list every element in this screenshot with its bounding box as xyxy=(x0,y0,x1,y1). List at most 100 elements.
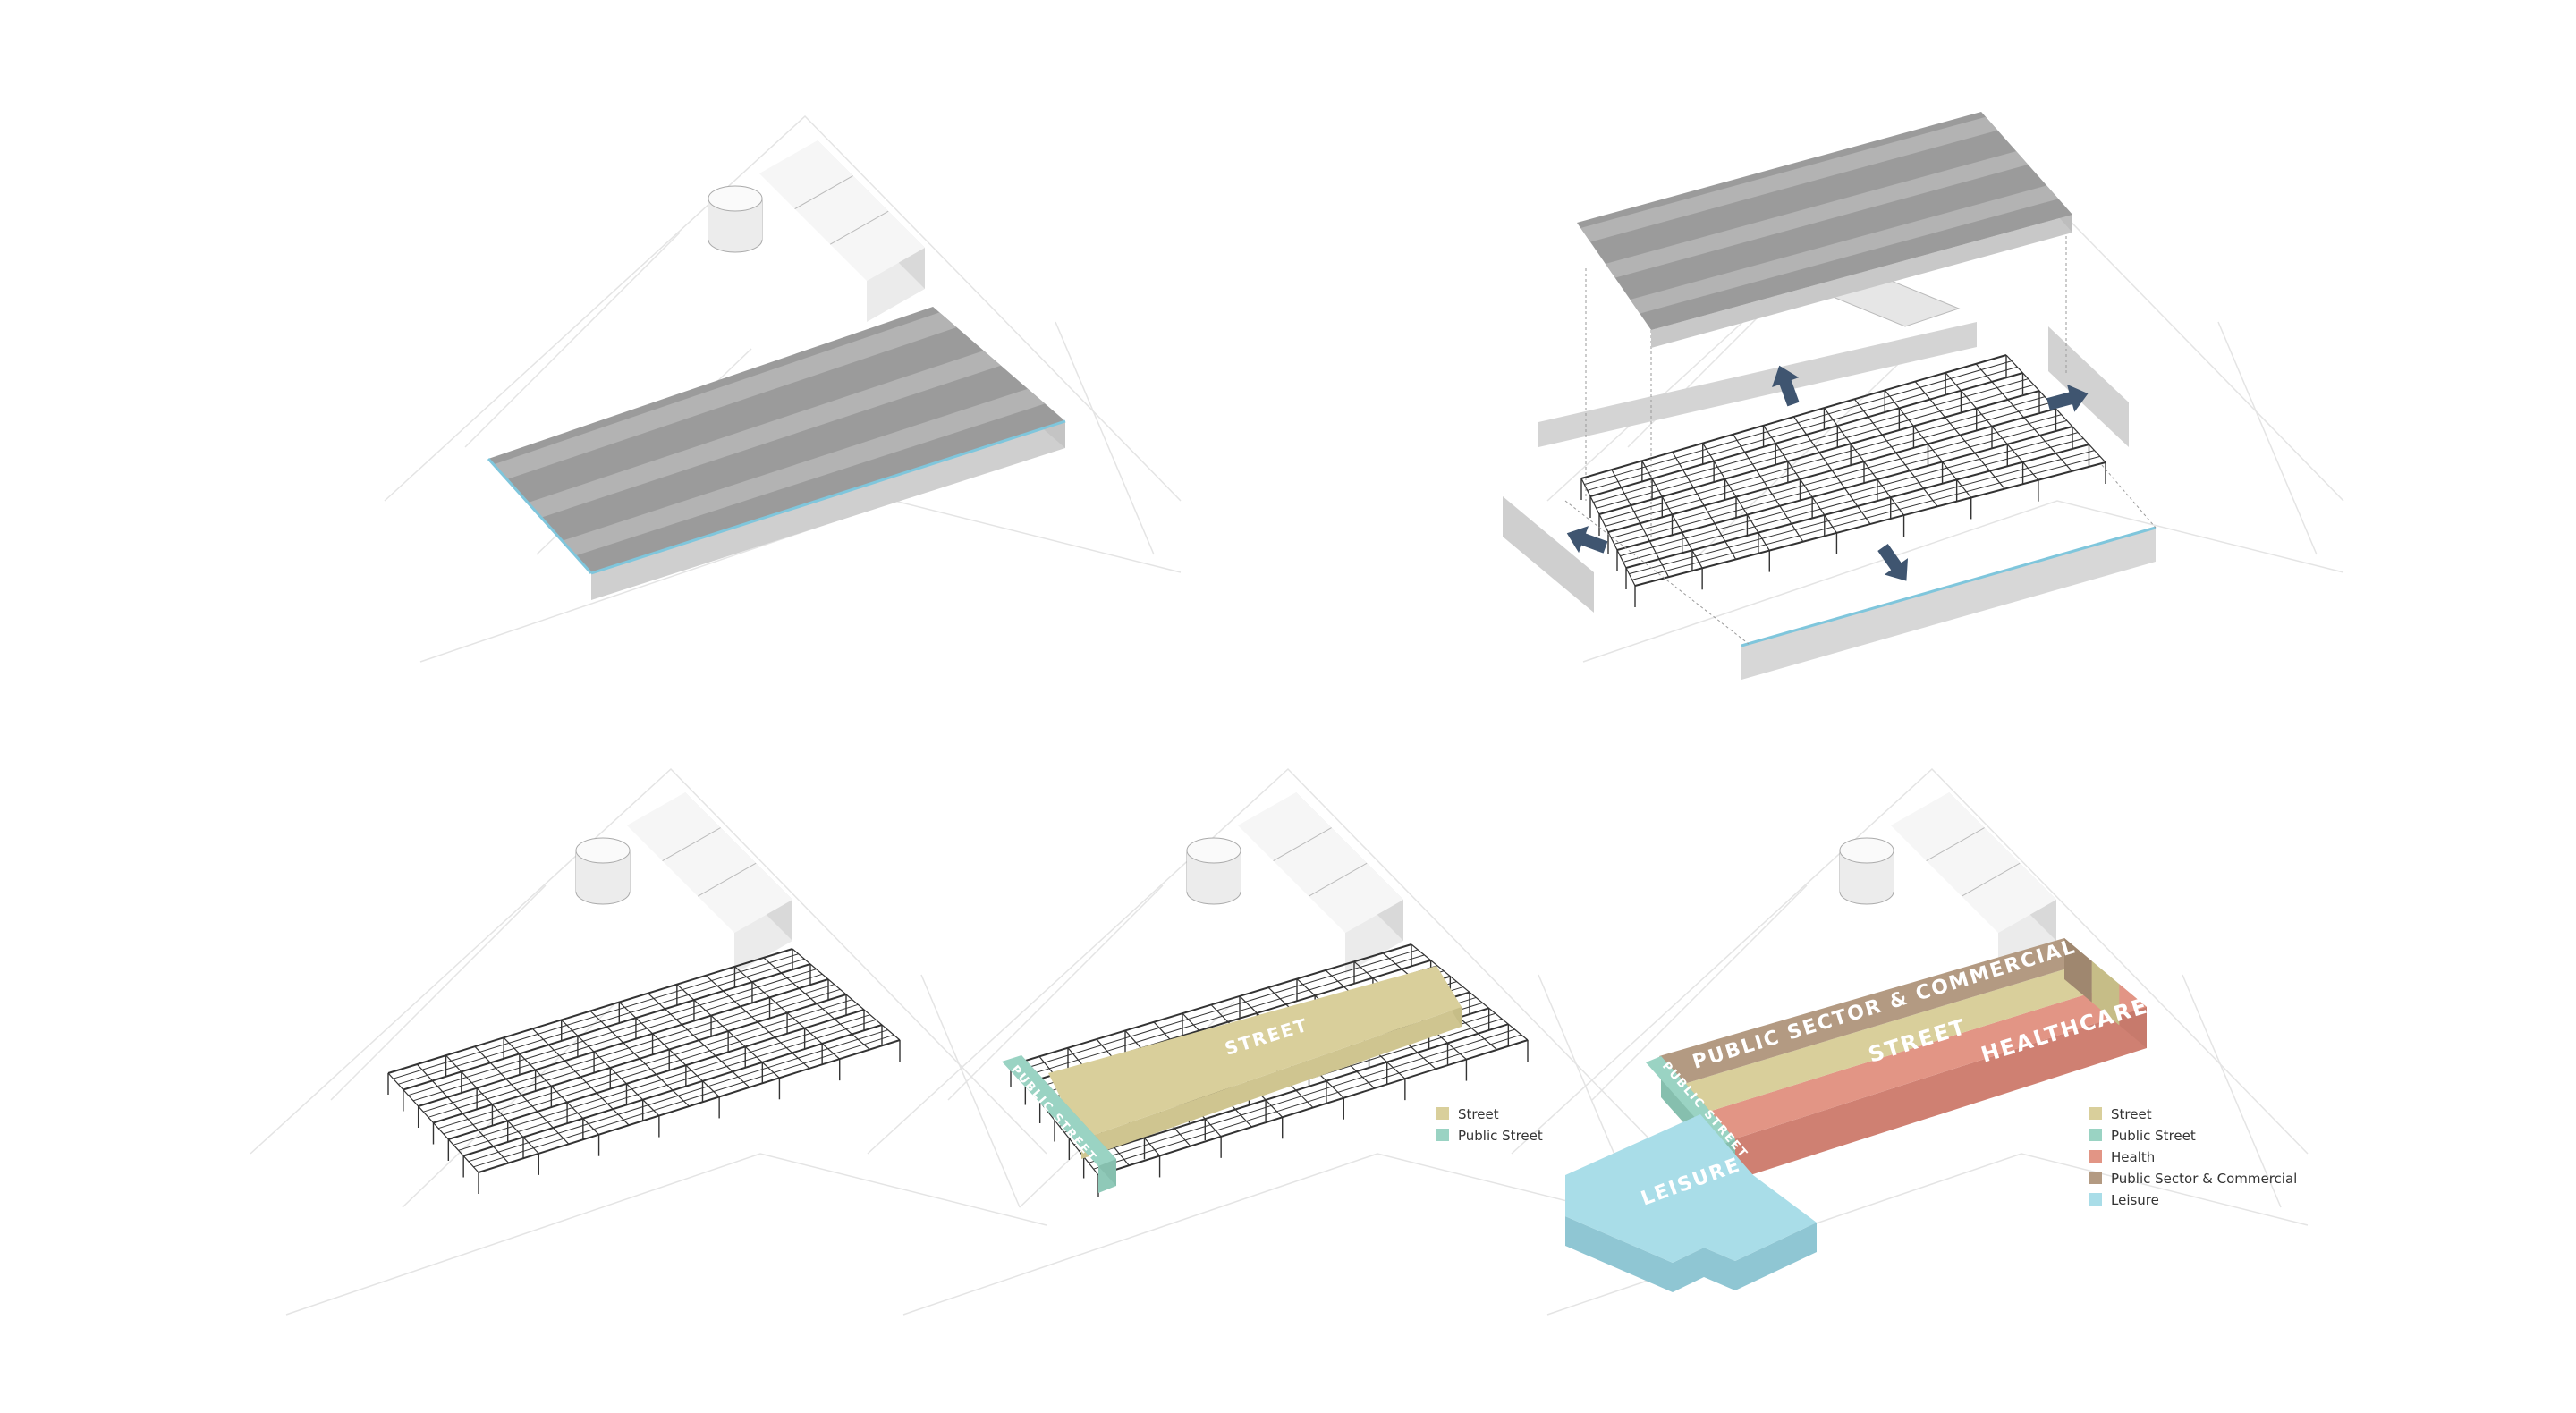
legend-label-street: Street xyxy=(1458,1106,1499,1122)
frame-beam xyxy=(448,1009,865,1140)
tower-block-top xyxy=(759,140,925,281)
frame-beam xyxy=(478,1039,901,1173)
arrow-icon xyxy=(2046,384,2089,412)
frame-beam xyxy=(412,973,823,1102)
panel-existing-building xyxy=(487,140,1066,600)
frame-beam xyxy=(1602,396,2046,521)
legend-label-public-sector: Public Sector & Commercial xyxy=(2111,1171,2297,1187)
frame-beam xyxy=(1088,1028,1515,1163)
street-volume-top xyxy=(1048,966,1462,1139)
context-line xyxy=(402,1001,618,1208)
tower-ridge xyxy=(1926,827,1985,862)
frame-beam xyxy=(1620,432,2079,557)
frame-beam xyxy=(1634,461,2106,587)
left-wall-panel xyxy=(1503,496,1594,613)
legend-swatch-leisure xyxy=(2089,1193,2102,1206)
frame-beam xyxy=(1093,1034,1521,1170)
frame-beam xyxy=(423,984,835,1113)
frame-beam xyxy=(1611,414,2062,539)
public-sector-volume-top xyxy=(1659,938,2092,1084)
context-line xyxy=(384,114,1182,502)
tower-ridge xyxy=(1308,862,1368,897)
context-line xyxy=(1582,500,2344,663)
roof-band xyxy=(1630,185,2059,314)
frame-beam xyxy=(418,978,829,1107)
frame-beam xyxy=(433,994,847,1124)
tower-drum-top xyxy=(708,185,763,212)
public-sector-volume-side xyxy=(2064,938,2092,1003)
tower-ridge xyxy=(1961,862,2021,897)
front-wall-panel xyxy=(1741,528,2156,680)
frame-beam xyxy=(1607,408,2056,533)
frame-beam xyxy=(398,958,805,1085)
public-street-volume-top xyxy=(1002,1055,1116,1166)
legend-label-public-street: Public Street xyxy=(2111,1128,2196,1144)
roof-band xyxy=(493,312,957,480)
frame-beam xyxy=(437,999,852,1130)
frame-beam xyxy=(1623,437,2084,563)
glazing-line xyxy=(590,419,1066,575)
floating-roof-front xyxy=(1651,215,2072,348)
frame-beam xyxy=(462,1024,883,1157)
context-line xyxy=(464,232,681,448)
tower-ridge xyxy=(829,210,889,245)
legend-swatch-public-street xyxy=(2089,1129,2102,1141)
context-line xyxy=(1699,348,1915,555)
frame-beam xyxy=(1097,1039,1529,1176)
tower-drum-top xyxy=(575,837,631,864)
context-line xyxy=(902,1153,1665,1316)
context-line xyxy=(947,884,1164,1101)
tower-ridge xyxy=(662,827,721,862)
glazing-line xyxy=(487,457,593,575)
roof-band xyxy=(1580,116,1998,242)
legend-swatch-public-sector xyxy=(2089,1172,2102,1184)
context-line xyxy=(285,1153,1047,1316)
tower-block-top xyxy=(627,792,792,933)
context-line xyxy=(920,974,1021,1208)
frame-beam xyxy=(1616,426,2073,551)
legend-swatch-health xyxy=(2089,1150,2102,1163)
frame-beam xyxy=(1020,954,1425,1079)
frame-beam xyxy=(1584,360,2012,486)
context-line xyxy=(250,767,1047,1155)
leisure-volume-side xyxy=(1565,1175,1817,1292)
frame-beam xyxy=(1625,444,2089,569)
frame-beam xyxy=(458,1019,877,1151)
roof-band xyxy=(1605,151,2029,278)
frame-beam xyxy=(1629,450,2095,575)
frame-beam xyxy=(1083,1023,1509,1158)
panel-program-zoning xyxy=(1565,792,2147,1292)
frame-beam xyxy=(1015,949,1419,1072)
roof-band xyxy=(528,351,1001,518)
context-line xyxy=(867,767,1665,1155)
frame-beam xyxy=(402,963,811,1091)
legend-label-street: Street xyxy=(2111,1106,2152,1122)
arrow-icon xyxy=(1566,526,1608,554)
legend-swatch-street xyxy=(2089,1107,2102,1120)
arrow-shape xyxy=(1877,543,1909,581)
frame-beam xyxy=(468,1029,888,1163)
frame-beam xyxy=(453,1014,870,1146)
legend-label-health: Health xyxy=(2111,1149,2155,1165)
panel-structure-frame xyxy=(387,792,901,1194)
tower-ridge xyxy=(1273,827,1332,862)
arrow-icon xyxy=(1772,365,1800,407)
roof-band xyxy=(562,388,1046,556)
arrow-shape xyxy=(1566,526,1608,554)
tower-block-top xyxy=(1891,792,2056,933)
site-context-lines xyxy=(250,114,2344,1316)
health-volume-front xyxy=(1733,1007,2147,1180)
frame-beam xyxy=(443,1003,859,1135)
tower-block-top xyxy=(1238,792,1403,933)
street-volume-front xyxy=(1081,1007,1462,1159)
context-line xyxy=(330,884,547,1101)
frame-beam xyxy=(393,953,799,1079)
legend-swatch-street xyxy=(1436,1107,1449,1120)
guide-line xyxy=(1564,500,1750,645)
tower-ridge xyxy=(794,175,853,210)
back-wall-panel xyxy=(1538,322,1977,447)
frame-beam xyxy=(1593,378,2029,503)
frame-beam xyxy=(387,948,793,1074)
context-line xyxy=(1591,884,1808,1101)
